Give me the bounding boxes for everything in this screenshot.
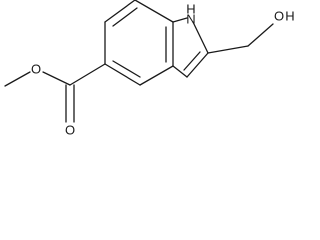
bond-ccarbonyl-o-single: [42, 71, 71, 86]
benzene-ring: [104, 0, 174, 86]
hydroxyl-o-label: O: [274, 8, 284, 23]
bond-c2-c3-inner: [183, 51, 201, 71]
bond-c5-ccarbonyl: [69, 63, 106, 86]
nh-label-h: H: [186, 1, 195, 16]
bond-n1-c2: [192, 21, 209, 54]
bond-o-methyl: [4, 71, 31, 87]
bond-c3-c3a: [172, 65, 188, 78]
hydroxyl-h-label: H: [285, 8, 294, 23]
bond-c5-c4: [104, 63, 141, 86]
bond-c2-ch2: [207, 45, 249, 54]
atom-labels: H N O H O O: [31, 1, 295, 137]
ester-o-label: O: [31, 61, 41, 76]
bond-c4-c3a: [139, 65, 174, 86]
bond-c2-c3: [186, 52, 209, 78]
bond-ch2-o: [247, 23, 274, 47]
bond-c7a-n1: [172, 17, 188, 23]
carbonyl-o-label: O: [65, 122, 75, 137]
bond-c7-c6: [104, 0, 136, 23]
methyl-ester-group: [4, 63, 106, 123]
bond-c5-c4-inner: [112, 60, 141, 78]
bond-c7-c6-inner: [112, 7, 138, 27]
hydroxymethyl-group: [207, 23, 274, 54]
bond-c7a-c7: [134, 0, 174, 23]
nh-label-n: N: [186, 11, 195, 26]
pyrrole-ring: [172, 17, 209, 78]
structure-diagram: H N O H O O: [4, 0, 295, 137]
